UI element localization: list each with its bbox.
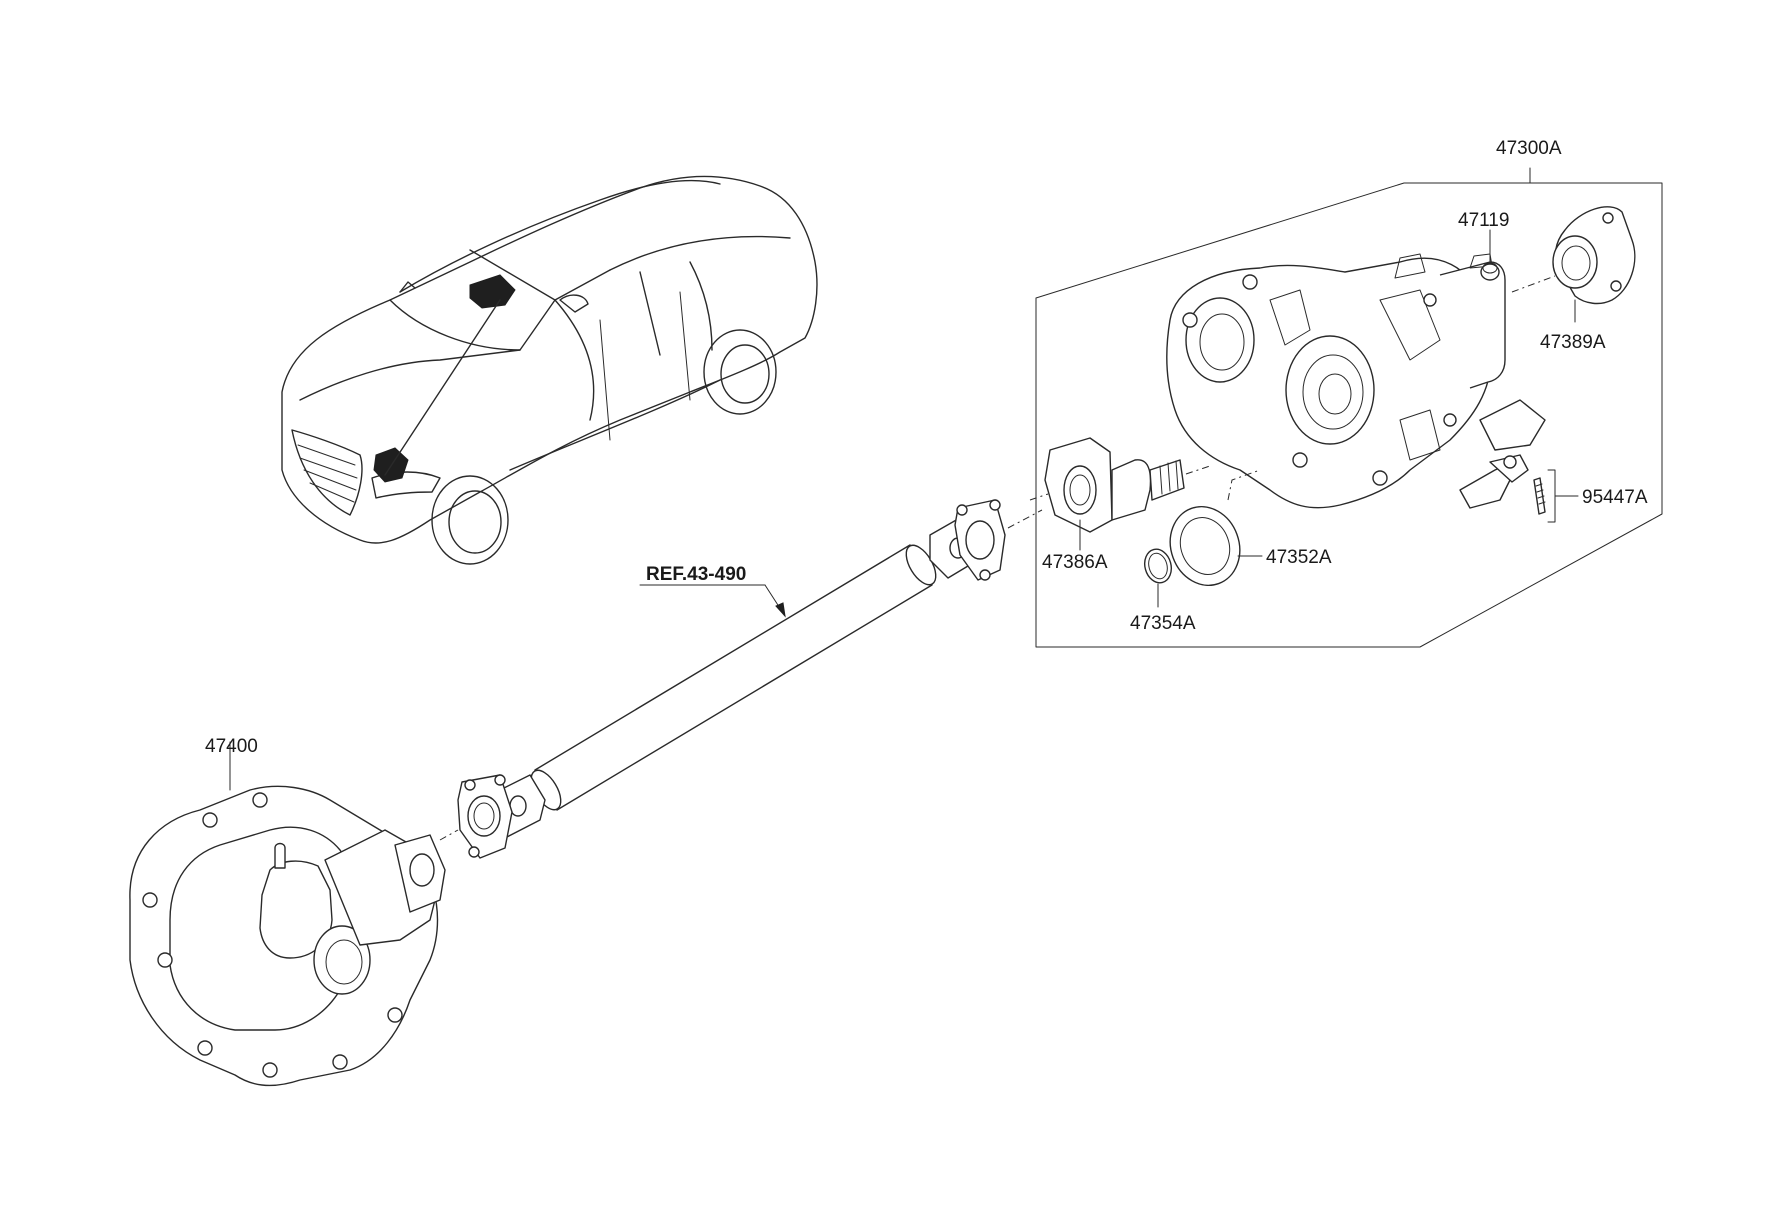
plug-47119 <box>1480 229 1500 281</box>
seal-47352A <box>1169 469 1263 587</box>
oring-47354A <box>1143 548 1173 608</box>
sensor-95447A <box>1459 454 1579 523</box>
front-differential <box>129 741 446 1087</box>
callout-47389A: 47389A <box>1540 332 1606 353</box>
group-box-47300A <box>1035 182 1663 648</box>
flange-47386A <box>1029 437 1211 551</box>
ref-label: REF.43-490 <box>646 564 746 585</box>
callout-47300A: 47300A <box>1496 138 1562 159</box>
transfer-case <box>1166 253 1546 509</box>
car-illustration <box>281 175 818 565</box>
propeller-shaft <box>439 499 1043 859</box>
callout-47354A: 47354A <box>1130 613 1196 634</box>
callout-47119: 47119 <box>1458 210 1509 231</box>
flange-47389A <box>1511 206 1636 323</box>
ref-leader <box>639 584 786 618</box>
callout-47352A: 47352A <box>1266 547 1332 568</box>
callout-95447A: 95447A <box>1582 487 1648 508</box>
callout-47400: 47400 <box>205 736 258 757</box>
callout-47386A: 47386A <box>1042 552 1108 573</box>
